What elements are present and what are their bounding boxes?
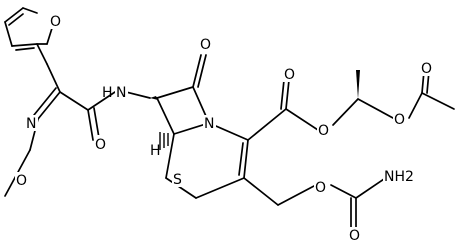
- amide-hydrogen-label: H: [102, 85, 113, 101]
- amide-linkage: [125, 91, 158, 100]
- stereo-hash: [159, 132, 169, 150]
- sulfur-label: S: [173, 172, 182, 188]
- carbamate-carbonyl-oxygen-label: O: [349, 228, 360, 243]
- amide-nitrogen-label: N: [116, 85, 126, 101]
- ester-group: [247, 70, 455, 141]
- ketone-oxygen-label: O: [200, 37, 211, 53]
- ester-oxygen-label: O: [318, 123, 329, 139]
- furan-oxygen-label: O: [50, 14, 61, 30]
- acetoxy-oxygen-label: O: [394, 112, 405, 128]
- oxime-oxygen-label: O: [16, 173, 27, 189]
- atom-labels: O O N H O N O N H S O O O O O O NH2: [15, 13, 433, 243]
- furan-ring: [4, 7, 54, 65]
- oxime-nitrogen-label: N: [26, 116, 36, 132]
- stereo-hydrogen-label: H: [150, 143, 161, 159]
- acetyl-carbonyl-oxygen-label: O: [421, 61, 432, 77]
- ester-carbonyl-oxygen-label: O: [284, 67, 295, 83]
- ring-nitrogen-label: N: [204, 116, 214, 132]
- amine-nh2-label: NH2: [384, 169, 414, 185]
- carbamate-oxygen-label: O: [315, 180, 326, 196]
- beta-lactam-ring: [156, 54, 210, 135]
- amide-oxygen-label: O: [95, 137, 106, 153]
- carbamate-group: [243, 177, 385, 231]
